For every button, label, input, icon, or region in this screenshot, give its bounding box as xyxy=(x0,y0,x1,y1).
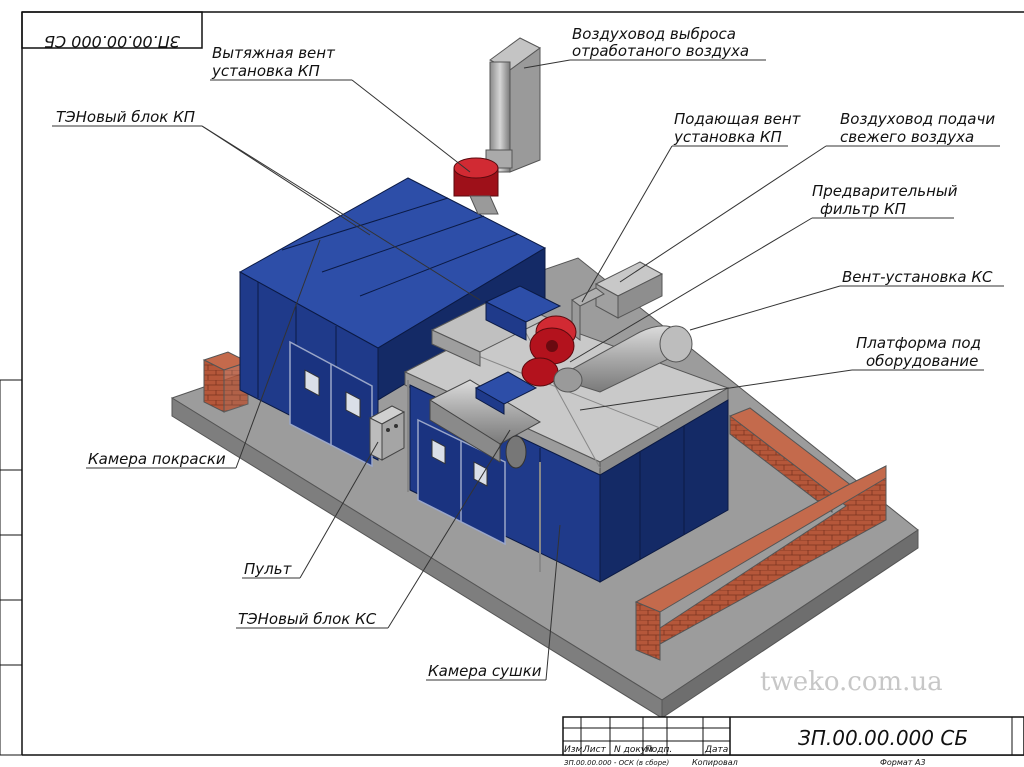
label-exhaust-fan-line1: Вытяжная вент xyxy=(212,44,336,62)
label-paint-booth: Камера покраски xyxy=(88,450,226,468)
label-supply-fan-line2: установка КП xyxy=(673,128,782,146)
title-col-list: Лист xyxy=(582,745,607,755)
title-col-date: Дата xyxy=(704,745,728,755)
label-drying-chamber: Камера сушки xyxy=(428,662,542,680)
fan-unit-ks xyxy=(553,325,693,393)
title-col-sign: Подп. xyxy=(645,745,672,755)
label-exhaust-duct-line1: Воздуховод выброса xyxy=(572,25,736,43)
transfer-hood xyxy=(430,285,562,367)
label-heater-ks: ТЭНовый блок КС xyxy=(238,610,377,628)
label-fresh-duct-line2: свежего воздуха xyxy=(840,128,974,146)
label-fresh-duct-line1: Воздуховод подачи xyxy=(840,110,995,128)
title-block: Изм. Лист N докум Подп. Дата ЗП.00.00.00… xyxy=(562,716,1024,767)
exhaust-fan-kp xyxy=(453,157,499,215)
label-fan-ks: Вент-установка КС xyxy=(842,268,993,286)
top-stamp: ЗП.00.00.000 СБ xyxy=(21,11,203,51)
exhaust-duct xyxy=(485,37,541,173)
label-platform-line1: Платформа под xyxy=(856,334,981,352)
title-drawing-code: ЗП.00.00.000 СБ xyxy=(798,726,968,750)
label-supply-fan-line1: Подающая вент xyxy=(674,110,802,128)
label-heater-kp: ТЭНовый блок КП xyxy=(56,108,195,126)
control-console xyxy=(368,405,406,461)
heater-block-ks xyxy=(428,371,542,469)
label-prefilter-line1: Предварительный xyxy=(812,182,958,200)
title-col-izm: Изм. xyxy=(564,745,585,755)
leader-lines xyxy=(52,59,1004,681)
label-exhaust-duct-line2: отработаного воздуха xyxy=(572,42,749,60)
footer-copied: Копировал xyxy=(692,758,738,767)
label-platform-line2: оборудование xyxy=(866,352,978,370)
brick-wall-right xyxy=(634,407,887,661)
label-console: Пульт xyxy=(244,560,293,578)
label-prefilter-line2: фильтр КП xyxy=(820,200,906,218)
supply-fan-kp xyxy=(521,315,577,387)
footer-format: Формат А3 xyxy=(880,758,926,767)
title-col-doc: N докум xyxy=(614,745,653,755)
footer-doc: ЗП.00.00.000 - ОСК (в сборе) xyxy=(564,759,669,767)
label-exhaust-fan-line2: установка КП xyxy=(211,62,320,80)
watermark: tweko.com.ua xyxy=(760,667,943,697)
top-stamp-code: ЗП.00.00.000 СБ xyxy=(44,32,180,51)
component-labels: Воздуховод выброса отработаного воздуха … xyxy=(56,25,995,680)
